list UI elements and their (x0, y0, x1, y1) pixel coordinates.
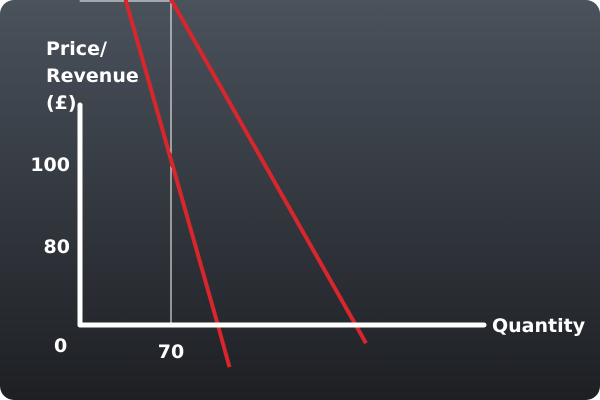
axes (77, 102, 487, 328)
origin-label: 0 (54, 335, 67, 357)
y-tick-label-80: 80 (44, 236, 70, 258)
x-axis-label: Quantity (492, 315, 586, 337)
marginal-revenue-line (123, 0, 232, 368)
y-axis-label-line-3: (£) (46, 92, 77, 114)
y-axis-label-line-1: Price/ (46, 38, 107, 60)
y-tick-label-100: 100 (30, 154, 70, 176)
x-tick-label-70: 70 (158, 341, 184, 363)
series-layer (123, 0, 368, 368)
y-axis-label-line-2: Revenue (46, 65, 139, 87)
demand-line (169, 0, 368, 345)
